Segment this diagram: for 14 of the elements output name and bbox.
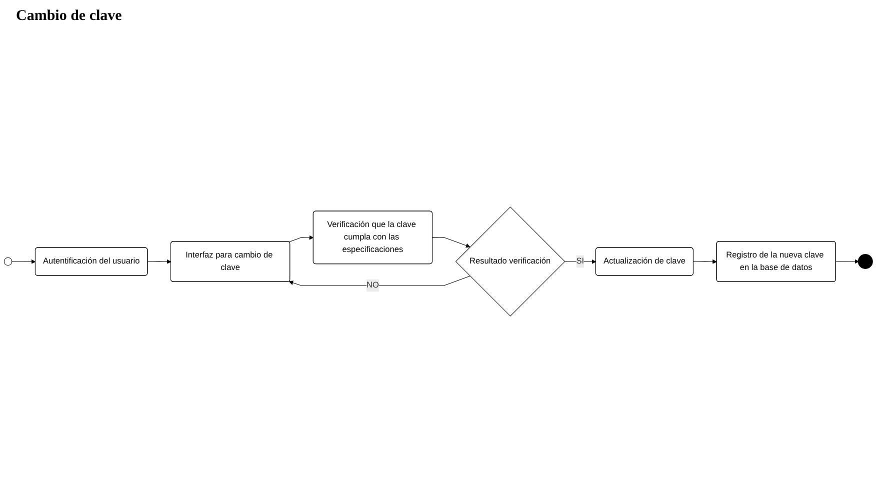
arrow (12, 259, 36, 264)
arrow (288, 276, 470, 286)
arrow (147, 259, 172, 264)
node-circle (858, 254, 873, 270)
arrow (836, 259, 860, 264)
arrow (693, 259, 717, 264)
edge-label: SI (576, 256, 584, 266)
node-circle (4, 257, 12, 266)
arrow (432, 237, 470, 248)
arrow (288, 235, 314, 242)
edge-label: NO (366, 280, 379, 290)
node-diamond: Resultado verificación (455, 206, 566, 316)
diagram-title: Cambio de clave (16, 8, 122, 25)
arrow (564, 259, 596, 264)
